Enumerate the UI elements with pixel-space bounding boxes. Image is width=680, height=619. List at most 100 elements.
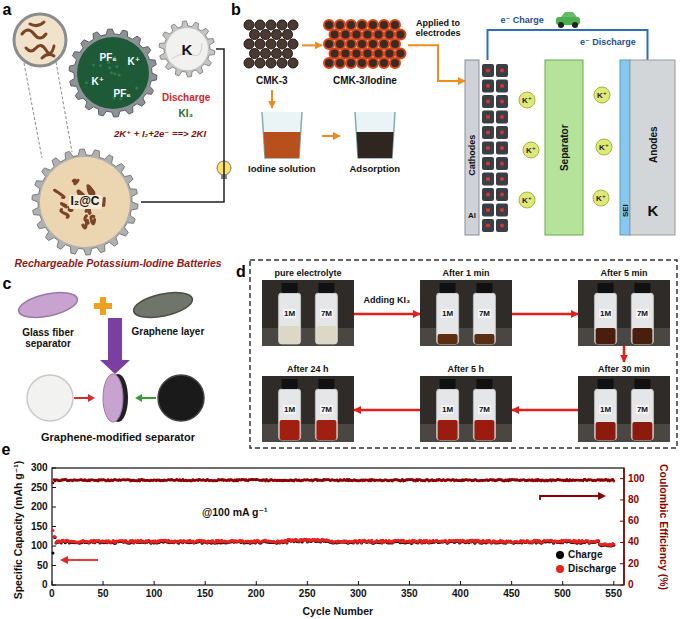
- carbon-rod: [244, 58, 254, 68]
- carbon-rod: [330, 49, 340, 59]
- axis-pointer: [60, 556, 68, 564]
- texture-speck: [118, 73, 121, 76]
- cathode-particle: [482, 204, 494, 217]
- carbon-worm: [91, 216, 95, 224]
- tick-mark: [620, 542, 624, 543]
- carbon-rod: [385, 30, 395, 40]
- discharge-point: [285, 541, 288, 544]
- vial-body: [279, 389, 301, 440]
- cathode-particle: [482, 126, 494, 139]
- texture-speck: [113, 72, 116, 75]
- charge-point: [285, 542, 288, 545]
- efficiency-point: [52, 481, 55, 484]
- right-axis: [623, 468, 625, 585]
- vial-body: [631, 389, 653, 440]
- beaker-image: Adsorption: [340, 108, 410, 178]
- separator-assembly: [131, 288, 194, 322]
- iodine-dot: [486, 69, 490, 73]
- carbon-rod: [357, 58, 367, 68]
- photo-background: [262, 280, 354, 346]
- beaker-glass: [262, 112, 302, 158]
- separator-assembly: [100, 318, 130, 374]
- tick-mark: [358, 581, 359, 585]
- carbon-rod: [363, 49, 373, 59]
- electrolyte-disc: [77, 37, 149, 109]
- discharge-point: [54, 535, 57, 538]
- iodine-dot: [500, 193, 504, 197]
- sei-layer: [620, 60, 630, 235]
- photo-bench: [420, 424, 512, 442]
- cathode-particle: [482, 188, 494, 201]
- cycling-chart: [52, 468, 624, 585]
- cathode-particle: [496, 80, 508, 93]
- node-title: K: [182, 41, 193, 58]
- carbon-rod: [346, 58, 356, 68]
- cathode-particle: [496, 64, 508, 77]
- carbon-rod: [368, 20, 378, 30]
- node-text: 7M: [636, 405, 649, 414]
- electric-car: [572, 22, 578, 28]
- time-arrow: [354, 313, 420, 316]
- iodine-dot: [486, 208, 490, 212]
- cathode-particle: [482, 64, 494, 77]
- electrode-block: CathodesAl: [465, 60, 510, 235]
- cathode-disc: [40, 157, 130, 247]
- texture-speck: [110, 71, 113, 74]
- process-arrow: [322, 135, 340, 137]
- tick-mark: [256, 581, 257, 585]
- vial-photo: After 5 h1M7M: [420, 362, 512, 442]
- tick-mark: [620, 521, 624, 522]
- carbon-rod: [341, 49, 351, 59]
- current-collector: [465, 60, 479, 235]
- iodine-dot: [500, 208, 504, 212]
- node-text: Anodes: [647, 126, 659, 163]
- iodine-dot: [486, 131, 490, 135]
- separator-assembly: [158, 375, 204, 421]
- tick-mark: [562, 581, 563, 585]
- magnifier-lens: [14, 14, 66, 66]
- tick-mark: [52, 487, 56, 488]
- node-title: After 24 h: [287, 364, 329, 374]
- carbon-rod: [346, 20, 356, 30]
- tick-mark: [52, 585, 56, 586]
- cathode-particle: [482, 95, 494, 108]
- carbon-worm: [55, 190, 65, 197]
- node-text: K⁺: [92, 76, 105, 88]
- carbon-worm: [73, 180, 78, 184]
- carbon-rod: [341, 30, 351, 40]
- separator-assembly: [88, 394, 95, 402]
- photo-background: [420, 280, 512, 346]
- node-title: After 30 min: [598, 364, 650, 374]
- separator-assembly: [16, 288, 204, 422]
- separator-assembly: [135, 394, 142, 402]
- vial-cap: [282, 283, 298, 293]
- node-text: 7M: [478, 405, 491, 414]
- vial-photo: After 1 min1M7M: [420, 266, 512, 346]
- vial-cap: [476, 379, 492, 389]
- electric-car: [558, 22, 564, 28]
- panel-letter: a: [3, 1, 12, 19]
- vial-body: [437, 389, 459, 440]
- separator-assembly: [74, 397, 88, 399]
- cathode-particle: [496, 157, 508, 170]
- separator-assembly: [16, 288, 79, 322]
- iodine-dot: [486, 193, 490, 197]
- vial-body: [315, 389, 337, 440]
- vial-liquid: [474, 334, 494, 344]
- data-points: [52, 478, 616, 554]
- vial-cap: [318, 283, 334, 293]
- iodine-dot: [500, 100, 504, 104]
- vial-body: [595, 389, 617, 440]
- leader-line: [24, 63, 42, 158]
- node-title: pure electrolyte: [275, 268, 342, 278]
- charge-point: [54, 536, 57, 539]
- charge-point: [612, 544, 615, 547]
- carbon-rod: [255, 58, 265, 68]
- carbon-rod: [379, 20, 389, 30]
- tick-mark: [620, 478, 624, 479]
- node-text: 1M: [441, 309, 454, 318]
- carbon-rod: [396, 30, 406, 40]
- separator-membrane: [545, 60, 583, 235]
- cathode-particle: [496, 204, 508, 217]
- vial-photo: After 30 min1M7M: [578, 362, 670, 442]
